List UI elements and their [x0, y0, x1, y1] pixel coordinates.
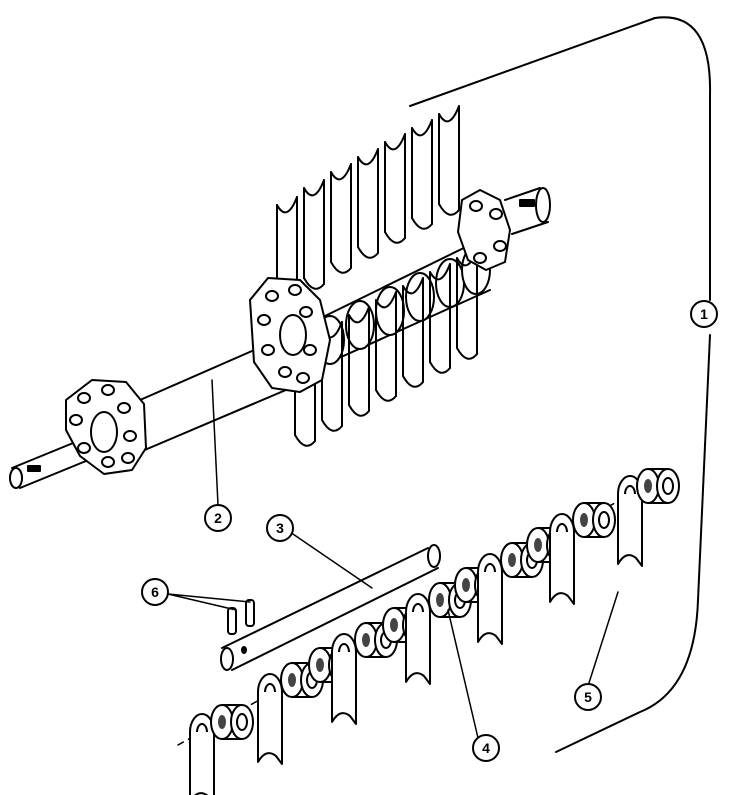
- svg-text:1: 1: [700, 306, 708, 322]
- callout-6: 6: [141, 578, 169, 606]
- roll-pins: [227, 599, 255, 635]
- callout-2: 2: [204, 504, 232, 532]
- bracket-line-item-1: [409, 16, 712, 753]
- svg-text:4: 4: [482, 740, 490, 756]
- svg-text:6: 6: [151, 584, 159, 600]
- callout-3: 3: [266, 514, 294, 542]
- spacer-stripper-stack: [177, 468, 680, 795]
- rear-flange: [457, 189, 511, 271]
- rotor-assembly: [9, 105, 551, 489]
- center-flange: [249, 277, 331, 393]
- callout-4: 4: [472, 734, 500, 762]
- svg-text:2: 2: [214, 510, 222, 526]
- svg-text:3: 3: [276, 520, 284, 536]
- main-shaft: [9, 187, 551, 489]
- callout-5: 5: [574, 683, 602, 711]
- end-flange: [65, 379, 147, 475]
- svg-text:5: 5: [584, 689, 592, 705]
- callout-1: 1: [690, 300, 718, 328]
- pin-shaft: [220, 544, 441, 671]
- leader-lines: [167, 379, 619, 739]
